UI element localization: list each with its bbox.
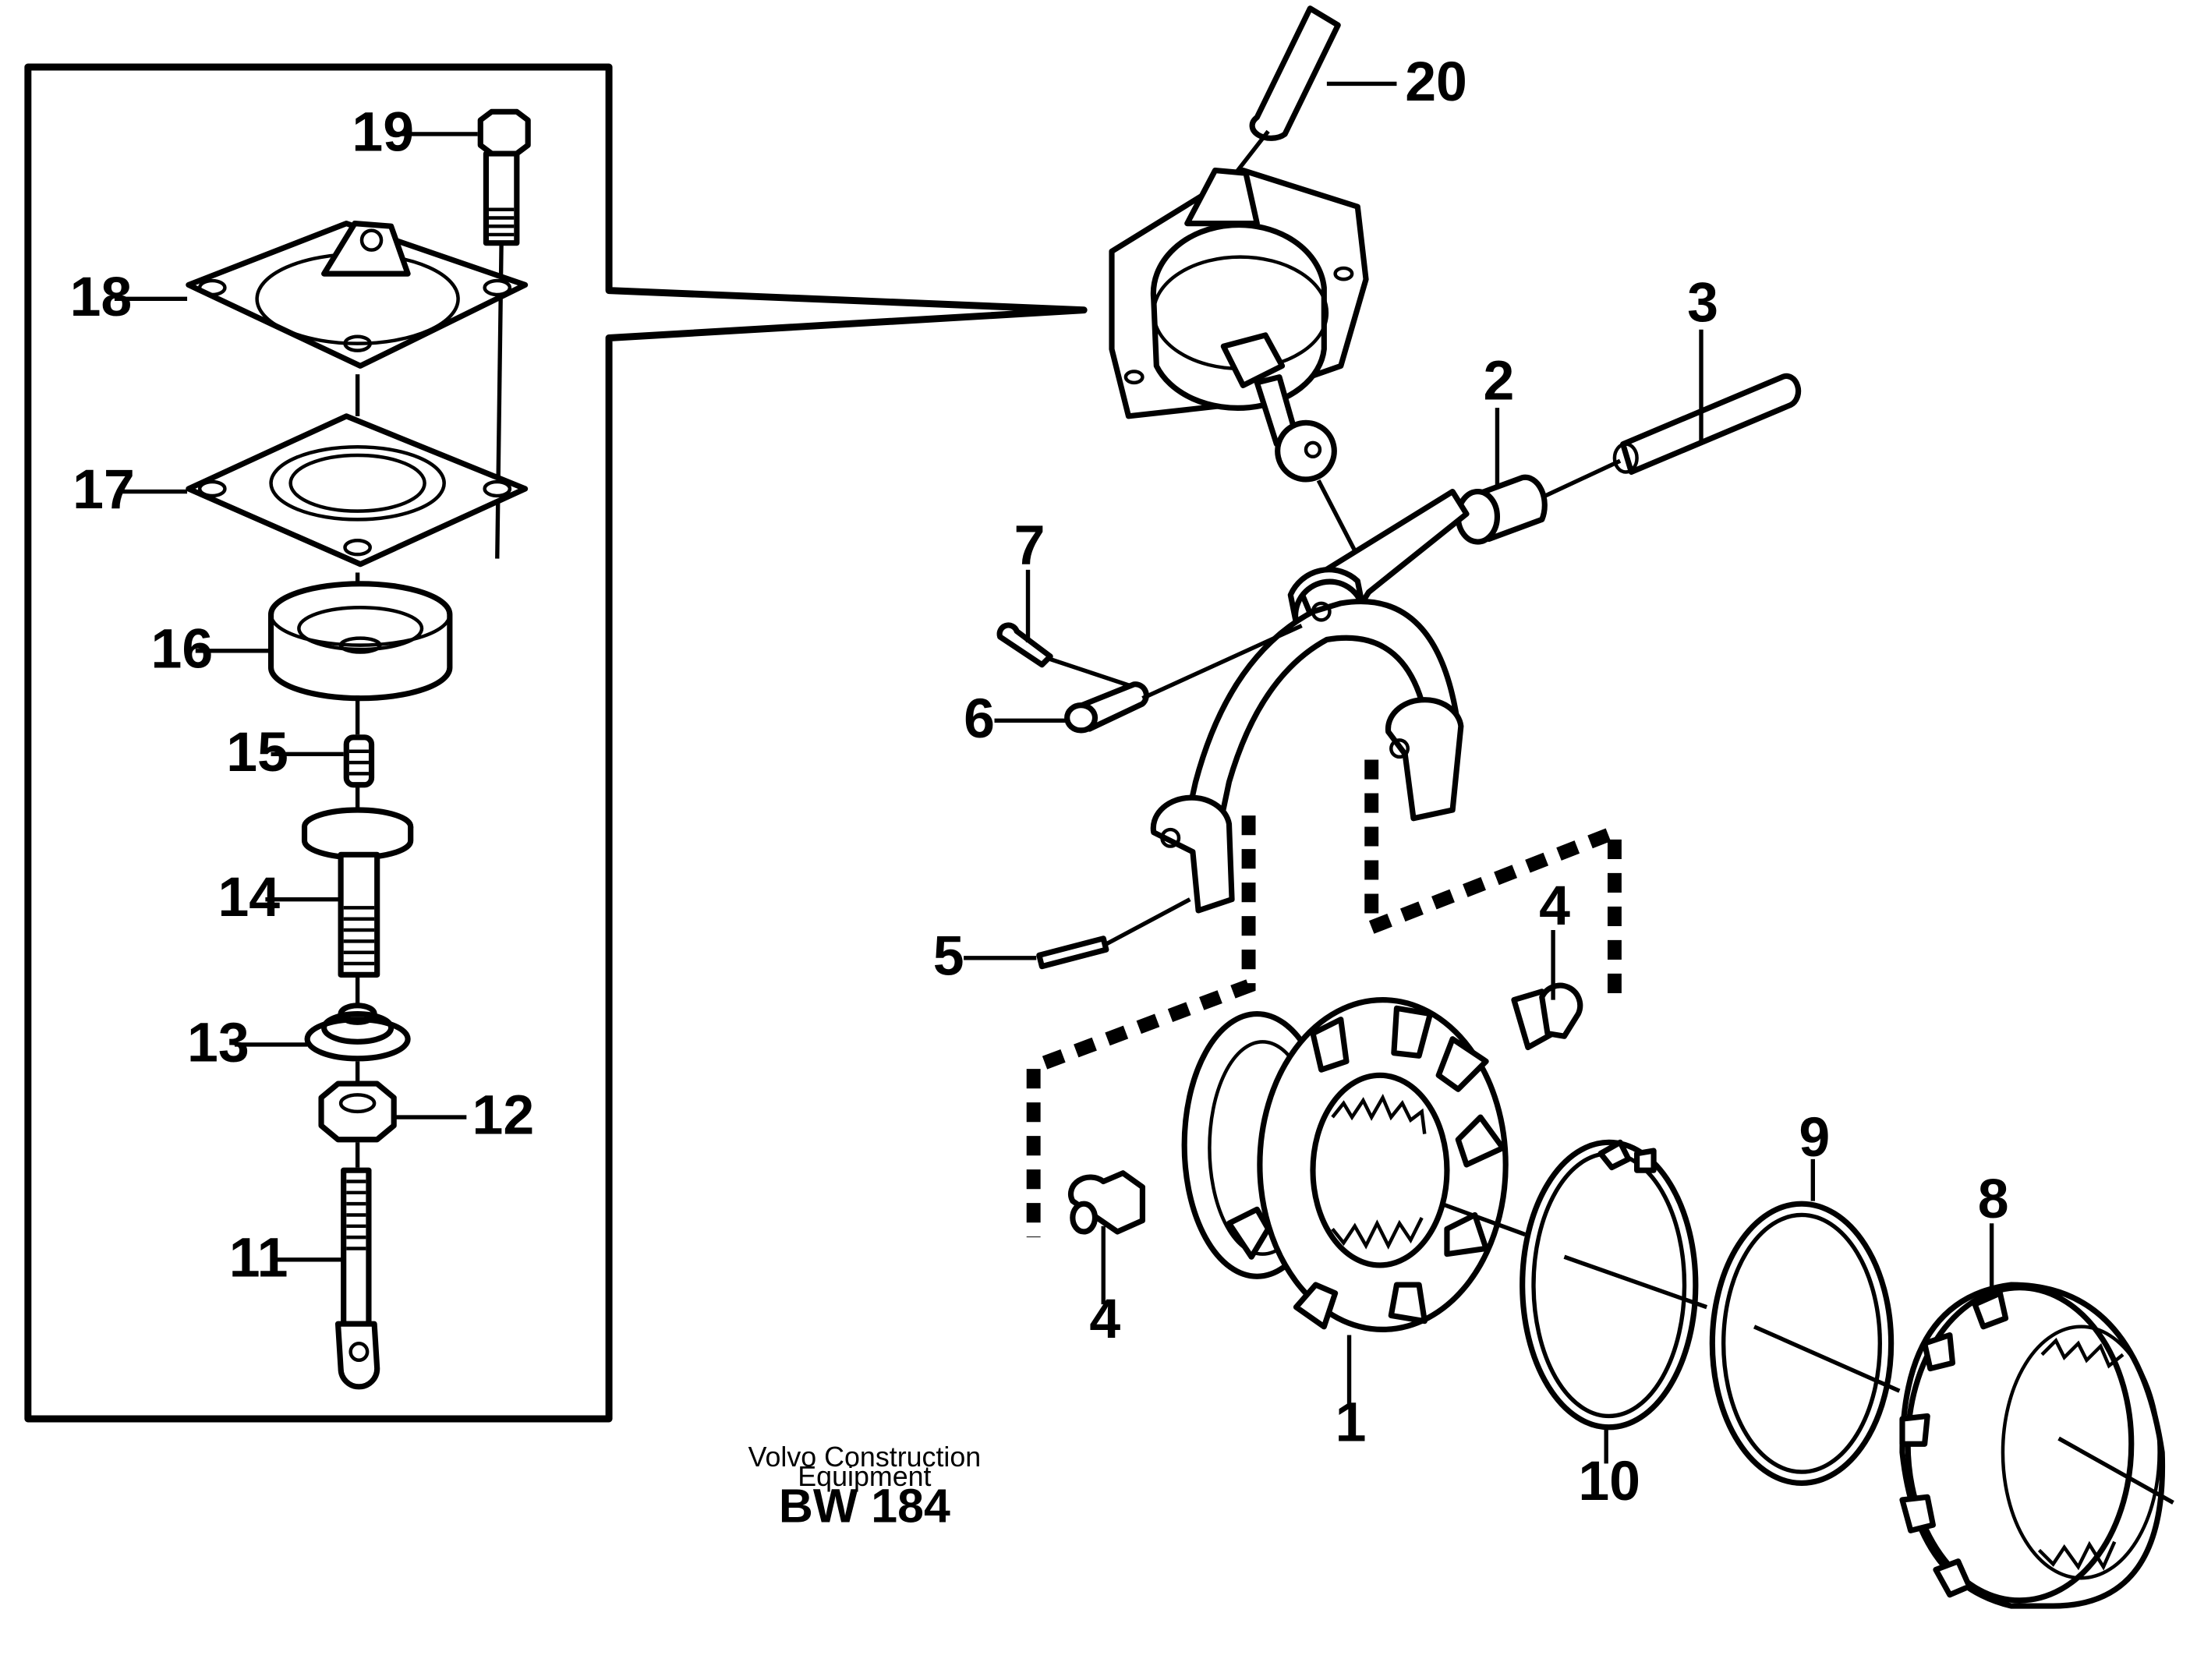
- credit-block: Volvo Construction Equipment BW 184: [748, 1441, 982, 1533]
- part-2-bushing: [1455, 474, 1548, 545]
- part-9-ring: [1709, 1158, 1901, 1487]
- part-4-pad-upper: [1511, 982, 1583, 1051]
- label-8: 8: [1978, 1168, 2009, 1230]
- label-11: 11: [229, 1226, 288, 1289]
- diagram-code: BW 184: [779, 1480, 950, 1533]
- part-1-hub: [1181, 997, 1527, 1406]
- part-5-roll-pin: [1036, 897, 1191, 970]
- label-17: 17: [73, 458, 135, 521]
- label-12: 12: [472, 1084, 535, 1147]
- credit-line-1: Volvo Construction: [748, 1441, 982, 1473]
- part-14-stud: [301, 807, 414, 1006]
- part-11-eye-bolt: [334, 1167, 380, 1390]
- label-7: 7: [1014, 515, 1045, 577]
- part-4-pad-lower: [1067, 1170, 1145, 1235]
- part-15-set-screw: [343, 695, 375, 810]
- part-16-seal: [267, 581, 453, 702]
- callout-labels: 19 18 17 16 15 14 13 12 11 20 3 2 7 6 5 …: [70, 51, 2009, 1512]
- part-3-pin: [1535, 373, 1802, 502]
- part-6-pin: [1064, 624, 1303, 734]
- part-7-cotter-pin: [996, 622, 1135, 689]
- callout-leaders: [114, 81, 1704, 1305]
- label-3: 3: [1687, 271, 1718, 334]
- part-20-cable: [1227, 5, 1341, 183]
- part-18-cover: [186, 221, 529, 369]
- label-2: 2: [1484, 349, 1515, 412]
- label-10: 10: [1578, 1450, 1640, 1512]
- label-20: 20: [1405, 51, 1467, 113]
- part-12-nut: [318, 1081, 397, 1168]
- label-15: 15: [226, 721, 288, 783]
- label-18: 18: [70, 266, 133, 328]
- part-10-circlip: [1520, 1139, 1708, 1464]
- label-9: 9: [1799, 1106, 1830, 1169]
- label-16: 16: [150, 617, 213, 680]
- shift-fork: [1150, 488, 1470, 914]
- part-17-gasket: [186, 374, 529, 603]
- label-5: 5: [933, 925, 964, 987]
- credit-line-2: Equipment: [798, 1461, 931, 1492]
- label-14: 14: [218, 866, 280, 928]
- assembly-dashes: [1026, 759, 1622, 1238]
- label-13: 13: [187, 1011, 249, 1073]
- label-19: 19: [352, 101, 414, 163]
- label-4-lower: 4: [1089, 1288, 1120, 1350]
- label-6: 6: [964, 688, 995, 750]
- part-13-o-rings: [304, 1003, 411, 1084]
- part-8-sleeve: [1899, 1223, 2174, 1609]
- actuator-housing: [1109, 167, 1369, 563]
- label-4-upper: 4: [1539, 875, 1570, 937]
- label-1: 1: [1336, 1392, 1367, 1454]
- detail-inset: [24, 63, 1088, 1423]
